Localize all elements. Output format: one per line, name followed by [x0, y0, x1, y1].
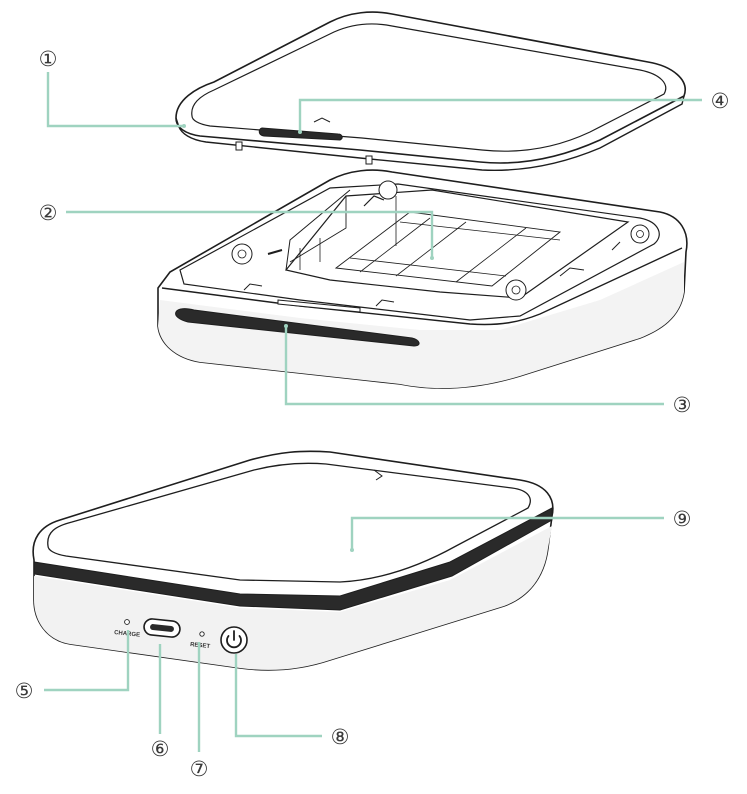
- callout-6: ⑥: [151, 737, 170, 761]
- leader-5: [44, 630, 130, 692]
- leader-3: [284, 326, 664, 406]
- usb-c-icon: [150, 624, 174, 632]
- leader-1: [46, 72, 184, 128]
- callout-4: ④: [711, 89, 730, 113]
- callout-1: ①: [39, 47, 58, 71]
- callout-7: ⑦: [190, 757, 209, 781]
- callout-3: ③: [673, 393, 692, 417]
- usb-c-port[interactable]: [143, 618, 181, 638]
- callout-2: ②: [39, 201, 58, 225]
- callouts: ① ④ ② ③ ⑨ ⑤ ⑥ ⑦ ⑧: [15, 47, 730, 781]
- leader-8: [234, 654, 322, 738]
- printer-base: [157, 169, 688, 389]
- leader-lines: [44, 72, 702, 752]
- assembled-printer: CHARGE RESET: [32, 450, 554, 671]
- power-button[interactable]: [220, 626, 248, 654]
- reset-label: RESET: [190, 642, 211, 650]
- leader-4: [298, 98, 702, 132]
- callout-8: ⑧: [331, 725, 350, 749]
- top-surface: [47, 462, 531, 583]
- callout-9: ⑨: [673, 507, 692, 531]
- leader-2: [66, 210, 434, 258]
- reset-button[interactable]: [199, 631, 205, 637]
- top-cover: [175, 11, 686, 171]
- leader-9: [350, 516, 664, 550]
- power-icon: [226, 630, 242, 649]
- charge-indicator: [124, 619, 130, 625]
- callout-5: ⑤: [15, 679, 34, 703]
- cover-slot: [258, 127, 343, 141]
- output-slot: [175, 308, 420, 347]
- paper-tray: [284, 189, 630, 299]
